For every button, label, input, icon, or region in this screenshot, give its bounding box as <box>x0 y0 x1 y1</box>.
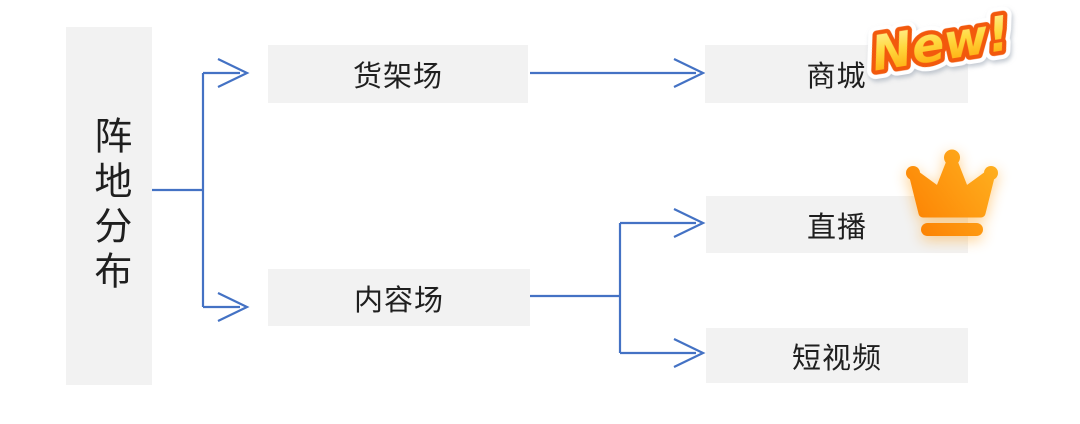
crown-middle-ball <box>944 149 960 166</box>
node-live: 直播 <box>706 196 968 253</box>
arrow-right-icon <box>673 58 706 88</box>
node-shelf-field: 货架场 <box>268 45 528 103</box>
node-live-label: 直播 <box>806 209 867 244</box>
arrow-right-icon <box>673 338 706 368</box>
node-root: 阵地分布 <box>66 27 152 385</box>
node-shelf-field-label: 货架场 <box>352 59 443 93</box>
crown-left-ball <box>906 166 920 180</box>
node-mall-label: 商城 <box>806 59 867 93</box>
arrow-right-icon <box>217 292 250 322</box>
node-short-video: 短视频 <box>706 328 968 383</box>
node-content-field-label: 内容场 <box>353 282 444 317</box>
node-mall: 商城 <box>705 45 968 103</box>
crown-right-ball <box>984 166 998 180</box>
arrow-right-icon <box>673 208 706 238</box>
arrow-right-icon <box>217 58 250 88</box>
node-content-field: 内容场 <box>268 269 530 326</box>
node-root-label: 阵地分布 <box>87 116 132 296</box>
node-short-video-label: 短视频 <box>791 340 882 375</box>
